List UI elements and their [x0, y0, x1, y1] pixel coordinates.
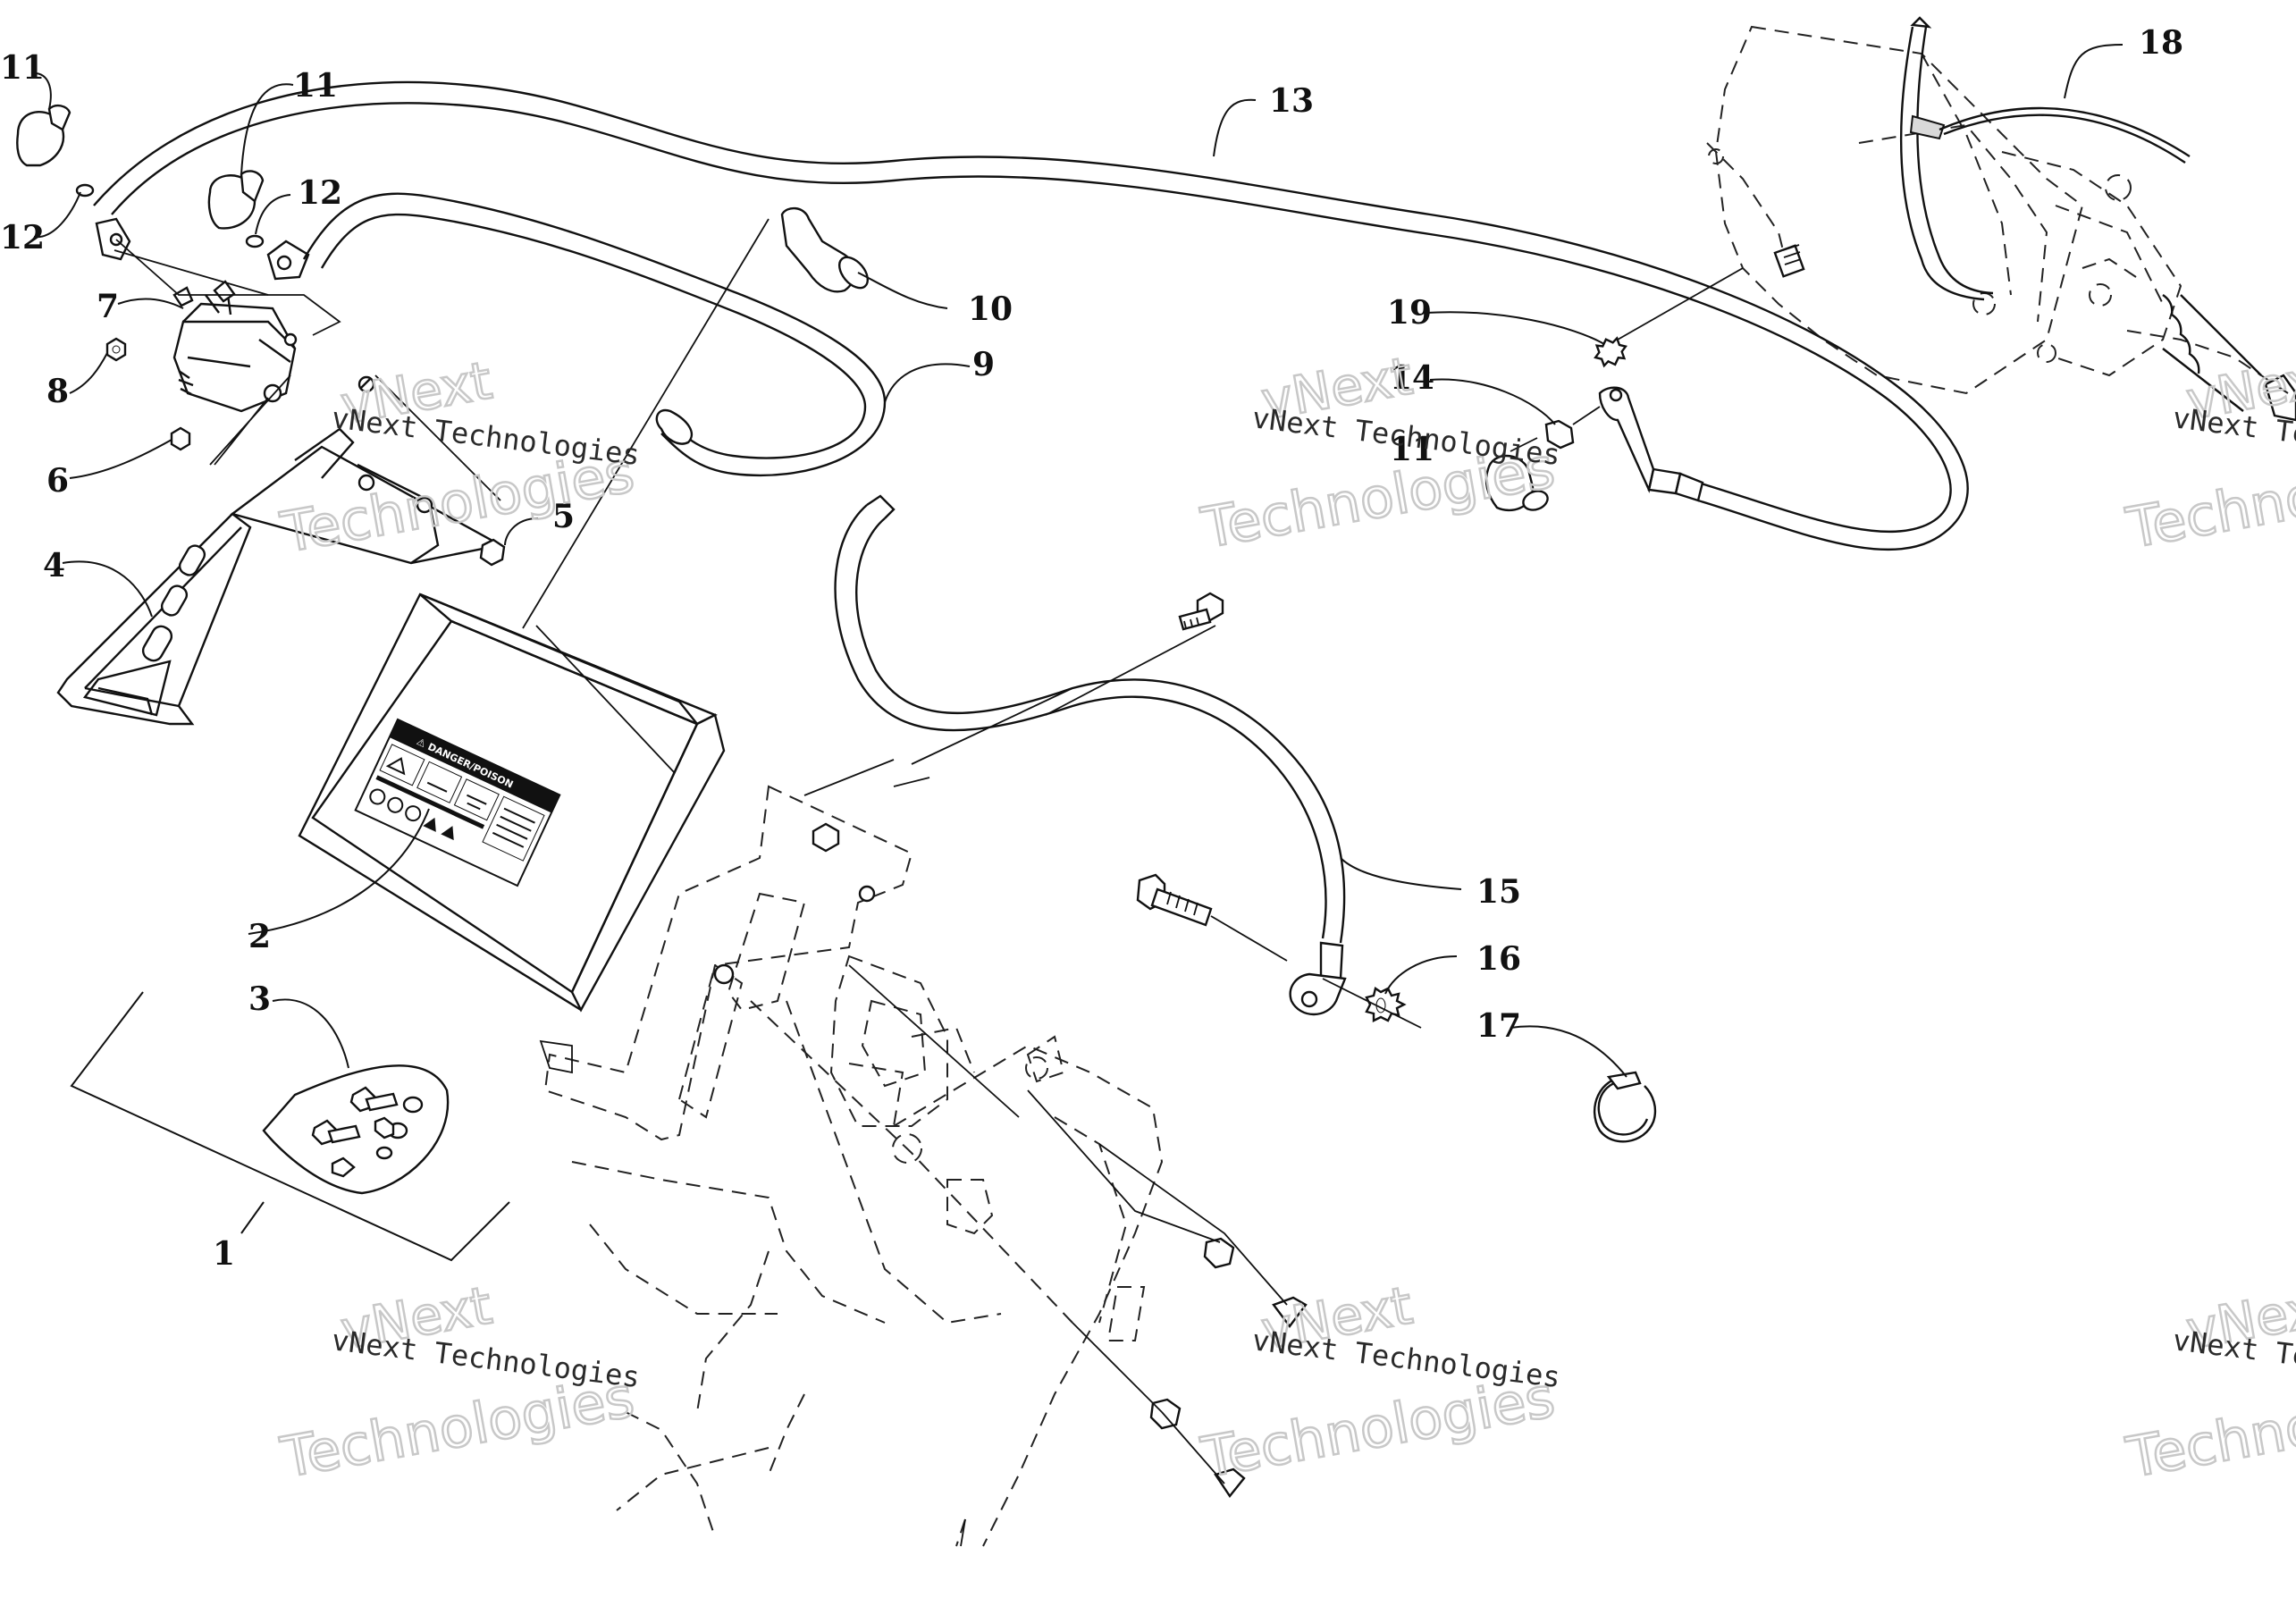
callout-1: 1: [213, 1235, 235, 1273]
callout-16: 16: [1476, 940, 1521, 978]
callout-3: 3: [248, 980, 271, 1018]
battery: ⚠ DANGER/POISON: [298, 593, 726, 1013]
leader-lines: [30, 44, 2124, 1484]
chassis-frame: [539, 785, 1164, 1547]
watermark-6: vNext Technologies: [2121, 1274, 2296, 1492]
danger-label: ⚠ DANGER/POISON: [354, 718, 561, 887]
callout-11-a: 11: [0, 49, 45, 87]
watermark-tech: Technologies: [2122, 434, 2296, 560]
callout-18: 18: [2139, 24, 2183, 62]
callout-11-b: 11: [293, 67, 338, 105]
callout-numbers: 1 2 3 4 5 6 7 8 9 10 11 11 11 12 12 13 1…: [0, 24, 2183, 1273]
callout-12-a: 12: [0, 219, 45, 256]
cable-9: [266, 192, 887, 477]
callout-15: 15: [1476, 873, 1521, 911]
callout-2: 2: [248, 918, 271, 955]
callout-19: 19: [1387, 294, 1432, 332]
solenoid: [172, 280, 298, 413]
hardware-kit: [262, 1064, 450, 1195]
callout-5: 5: [552, 498, 575, 535]
callout-11-c: 11: [1390, 431, 1434, 468]
cable-15: [834, 494, 1347, 1016]
callout-6: 6: [46, 462, 69, 500]
bracket: [56, 427, 504, 726]
terminal-boots: [16, 104, 1549, 512]
watermark-tech: Technologies: [2122, 1364, 2296, 1490]
callout-14: 14: [1390, 359, 1434, 397]
cable-13: [93, 80, 1969, 551]
callout-10: 10: [968, 290, 1013, 328]
callout-13: 13: [1269, 82, 1314, 120]
callout-12-b: 12: [298, 174, 342, 212]
callout-17: 17: [1476, 1007, 1521, 1045]
callout-9: 9: [972, 346, 995, 383]
callout-7: 7: [97, 288, 119, 325]
starter-motor: [1706, 16, 2296, 422]
hardware: [75, 183, 1657, 1499]
callout-8: 8: [46, 373, 69, 410]
callout-4: 4: [43, 547, 65, 584]
